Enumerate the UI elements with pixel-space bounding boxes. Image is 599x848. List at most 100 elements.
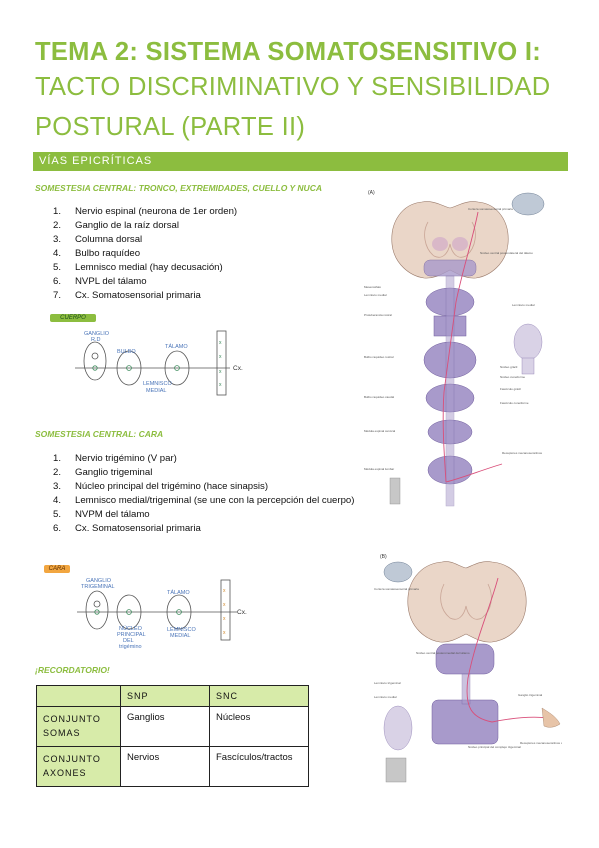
figure-a-label: Receptores mecanosensitivos bbox=[502, 451, 543, 455]
cortex-bar bbox=[216, 330, 227, 396]
list-item-number: 5. bbox=[53, 509, 62, 520]
sketch-face-lemnisco-label: LEMNISCO bbox=[167, 627, 196, 633]
row-label-line2: SOMAS bbox=[43, 728, 81, 738]
list-item-text: NVPL del tálamo bbox=[75, 276, 147, 287]
svg-text:x: x bbox=[219, 354, 222, 360]
svg-text:x: x bbox=[219, 340, 222, 346]
sketch-trigemino-label: trigémino bbox=[119, 644, 142, 650]
face-receptor-icon bbox=[541, 707, 561, 728]
row-label-line2: AXONES bbox=[43, 768, 87, 778]
body-section-heading: SOMESTESIA CENTRAL: TRONCO, EXTREMIDADES… bbox=[35, 183, 322, 193]
figure-a-label: Médula espinal lumbar bbox=[364, 467, 394, 471]
list-item-number: 2. bbox=[53, 467, 62, 478]
list-item: 1. Nervio trigémino (V par) bbox=[35, 452, 354, 466]
figure-a-label: Lemnisco medial bbox=[364, 293, 387, 297]
list-item: 4.Bulbo raquídeo bbox=[35, 247, 237, 261]
figure-a-label: Médula espinal cervical bbox=[364, 429, 396, 433]
sketch-face-trigeminal-label: TRIGEMINAL bbox=[81, 584, 115, 590]
list-item: 3.Columna dorsal bbox=[35, 233, 237, 247]
sketch-nucleo-label: NÚCLEO bbox=[119, 625, 143, 632]
table-cell: Fascículos/tractos bbox=[209, 746, 309, 787]
sketch-del-label: DEL bbox=[123, 638, 134, 644]
table-header-cell: SNP bbox=[120, 685, 210, 707]
list-item-text: Nervio espinal (neurona de 1er orden) bbox=[75, 206, 238, 217]
cuerpo-tag: CUERPO bbox=[50, 314, 96, 322]
list-item: 6. Cx. Somatosensorial primaria bbox=[35, 522, 354, 536]
figure-b-label: Ganglio trigeminal bbox=[518, 693, 543, 697]
table-header-row: SNP SNC bbox=[36, 685, 309, 707]
inset-brainstem bbox=[513, 323, 543, 361]
reminder-heading: ¡RECORDATORIO! bbox=[35, 665, 110, 675]
ganglion-oval bbox=[83, 341, 107, 381]
figure-a-panel-label: (A) bbox=[368, 190, 375, 196]
list-item: 7.Cx. Somatosensorial primaria bbox=[35, 289, 237, 303]
list-item-text: Ganglio trigeminal bbox=[75, 467, 153, 478]
spine-inset-b bbox=[385, 757, 407, 783]
list-item: 3. Núcleo principal del trigémino (hace s… bbox=[35, 480, 354, 494]
page-title-line1: TEMA 2: SISTEMA SOMATOSENSITIVO I: bbox=[35, 38, 542, 66]
list-item: 6.NVPL del tálamo bbox=[35, 275, 237, 289]
inset-brainstem-b bbox=[383, 705, 413, 751]
row-label-line1: CONJUNTO bbox=[43, 714, 101, 724]
sketch-face-talamo-label: TÁLAMO bbox=[167, 589, 190, 596]
spine-inset bbox=[389, 477, 401, 505]
table-header-cell: SNC bbox=[209, 685, 309, 707]
sketch-talamo-label: TÁLAMO bbox=[165, 343, 188, 350]
list-item-text: Núcleo principal del trigémino (hace sin… bbox=[75, 481, 269, 492]
list-item-text: Nervio trigémino (V par) bbox=[75, 453, 177, 464]
figure-b-label: Lemnisco trigeminal bbox=[374, 681, 401, 685]
figure-a-label: Corteza somatosensorial primaria bbox=[468, 207, 513, 211]
figure-a-label: Núcleo ventral posterolateral del tálamo bbox=[480, 251, 533, 255]
svg-text:x: x bbox=[219, 382, 222, 388]
figure-a-label: Bulbo raquídeo rostral bbox=[364, 355, 394, 359]
figure-b-panel-label: (B) bbox=[380, 554, 387, 560]
figure-a-label: Protuberancia rostral bbox=[364, 313, 392, 317]
list-item-number: 6. bbox=[53, 523, 62, 534]
brain-section-b bbox=[407, 561, 527, 643]
figure-a-label: Bulbo raquídeo caudal bbox=[364, 395, 394, 399]
table-row: CONJUNTO SOMAS Ganglios Núcleos bbox=[36, 706, 309, 747]
face-section-heading: SOMESTESIA CENTRAL: CARA bbox=[35, 429, 164, 439]
ganglion-cell bbox=[91, 352, 99, 360]
svg-text:x: x bbox=[223, 616, 226, 622]
svg-text:x: x bbox=[219, 369, 222, 375]
figure-a-label: Núcleo cuneiforme bbox=[500, 375, 525, 379]
svg-text:x: x bbox=[223, 588, 226, 594]
sketch-principal-label: PRINCIPAL bbox=[117, 632, 146, 638]
list-item-number: 4. bbox=[53, 495, 62, 506]
figure-a-label: Mesencéfalo bbox=[364, 285, 381, 289]
sketch-bulbo-label: BULBO bbox=[117, 349, 136, 355]
list-item-number: 7. bbox=[53, 290, 62, 301]
table-cell: Nervios bbox=[120, 746, 210, 787]
figure-b-label: Lemnisco medial bbox=[374, 695, 397, 699]
figure-b-label: Receptores mecanosensitivos desde el ros… bbox=[520, 741, 562, 745]
section-band: VÍAS EPICRÍTICAS bbox=[33, 152, 568, 171]
list-item-text: Lemnisco medial/trigeminal (se une con l… bbox=[75, 495, 355, 506]
list-item-number: 1. bbox=[53, 206, 62, 217]
list-item-text: Bulbo raquídeo bbox=[75, 248, 141, 259]
table-row: CONJUNTO AXONES Nervios Fascículos/tract… bbox=[36, 746, 309, 787]
figure-dorsal-column-pathway: (A) Corteza somatosensorial primariaNúcl… bbox=[362, 182, 562, 512]
list-item-number: 1. bbox=[53, 453, 62, 464]
sketch-ganglio-label: GANGLIO bbox=[84, 331, 110, 337]
list-item-text: Ganglio de la raíz dorsal bbox=[75, 220, 179, 231]
list-item: 2.Ganglio de la raíz dorsal bbox=[35, 219, 237, 233]
mini-brain-icon bbox=[511, 192, 545, 216]
figure-b-label: Corteza somatosensorial primaria bbox=[374, 587, 419, 591]
table-row-label: CONJUNTO SOMAS bbox=[36, 706, 121, 747]
figure-a-label: Fascículo grácil bbox=[500, 387, 521, 391]
figure-a-label: Fascículo cuneiforme bbox=[500, 401, 529, 405]
list-item-text: Columna dorsal bbox=[75, 234, 143, 245]
list-item-number: 5. bbox=[53, 262, 62, 273]
body-steps-list: 1. Nervio espinal (neurona de 1er orden) 2… bbox=[35, 205, 237, 303]
list-item-number: 3. bbox=[53, 481, 62, 492]
brain-section-a bbox=[391, 201, 509, 279]
section-band-label: VÍAS EPICRÍTICAS bbox=[39, 155, 153, 167]
sketch-medial-label: MEDIAL bbox=[146, 388, 166, 394]
list-item-text: NVPM del tálamo bbox=[75, 509, 150, 520]
sketch-rd-label: R.D bbox=[91, 337, 101, 343]
row-label-line1: CONJUNTO bbox=[43, 754, 101, 764]
list-item-text: Cx. Somatosensorial primaria bbox=[75, 523, 201, 534]
